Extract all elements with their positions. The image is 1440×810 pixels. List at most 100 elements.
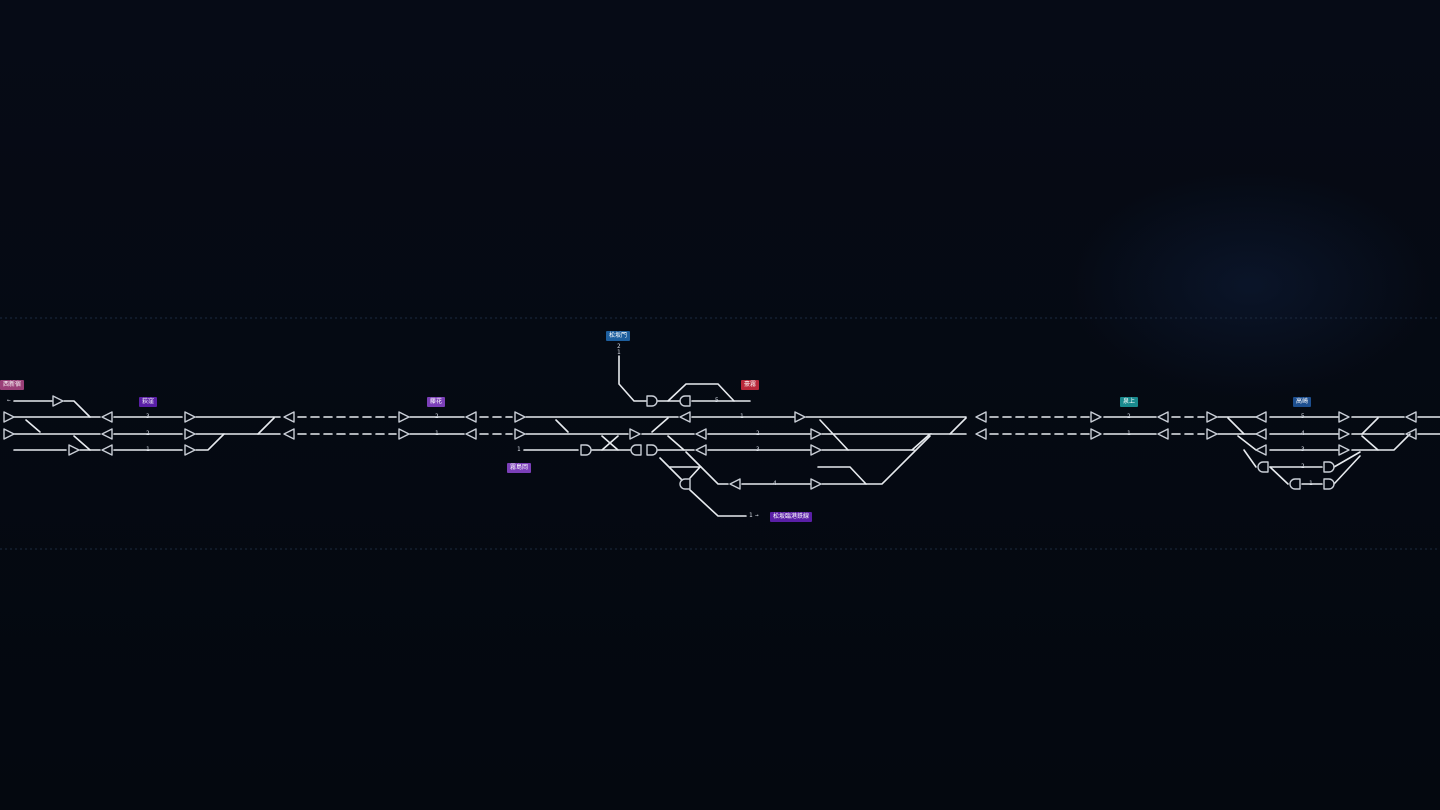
- track-number: 1: [1309, 480, 1313, 487]
- signal-left-icon[interactable]: [1157, 411, 1169, 423]
- track-number: 4: [773, 480, 777, 487]
- crossover-c-2[interactable]: [651, 417, 669, 433]
- shunt-signal-left-icon[interactable]: [679, 478, 691, 490]
- signal-right-icon[interactable]: [514, 411, 526, 423]
- track-c-sw-spur[interactable]: [659, 457, 683, 481]
- track-a-b-bot[interactable]: [195, 433, 225, 451]
- crossover-d-2[interactable]: [949, 417, 967, 435]
- station-tag-c[interactable]: 松坂門: [606, 331, 631, 341]
- signal-right-icon[interactable]: [1206, 411, 1218, 423]
- signal-right-icon[interactable]: [184, 411, 196, 423]
- crossover-c-x2[interactable]: [601, 435, 619, 451]
- signal-right-icon[interactable]: [1338, 428, 1350, 440]
- signal-left-icon[interactable]: [975, 411, 987, 423]
- shunt-signal-right-icon[interactable]: [646, 444, 658, 456]
- station-tag-e[interactable]: 霧島岡: [507, 463, 532, 473]
- track-c-north-branch[interactable]: [618, 355, 647, 402]
- track-c-short-siding[interactable]: [669, 466, 702, 479]
- signal-left-icon[interactable]: [1157, 428, 1169, 440]
- shunt-signal-left-icon[interactable]: [1257, 461, 1269, 473]
- signal-right-icon[interactable]: [794, 411, 806, 423]
- crossover-h-x1[interactable]: [1361, 417, 1379, 435]
- track-c-diag-3[interactable]: [667, 435, 685, 451]
- signal-left-icon[interactable]: [695, 444, 707, 456]
- signal-right-icon[interactable]: [184, 428, 196, 440]
- track-h-merge-1[interactable]: [1333, 455, 1361, 485]
- signal-right-icon[interactable]: [184, 444, 196, 456]
- track-h-merge-2[interactable]: [1333, 451, 1361, 468]
- signal-left-icon[interactable]: [101, 411, 113, 423]
- crossover-west-2[interactable]: [73, 435, 91, 451]
- signal-right-icon[interactable]: [810, 444, 822, 456]
- track-west-top-curve[interactable]: [63, 400, 91, 418]
- signal-right-icon[interactable]: [398, 411, 410, 423]
- track-h-diag-2[interactable]: [1237, 435, 1257, 451]
- signal-right-icon[interactable]: [1206, 428, 1218, 440]
- signal-right-icon[interactable]: [810, 428, 822, 440]
- signal-right-icon[interactable]: [68, 444, 80, 456]
- signal-right-icon[interactable]: [1338, 411, 1350, 423]
- track-h-diag-1[interactable]: [1227, 417, 1245, 435]
- signal-right-icon[interactable]: [1338, 444, 1350, 456]
- signal-left-icon[interactable]: [283, 411, 295, 423]
- signal-right-icon[interactable]: [3, 411, 15, 423]
- track-c-diag-to-4[interactable]: [685, 451, 729, 485]
- shunt-signal-left-icon[interactable]: [679, 395, 691, 407]
- shunt-signal-right-icon[interactable]: [1323, 461, 1335, 473]
- signal-right-icon[interactable]: [810, 478, 822, 490]
- signal-right-icon[interactable]: [1090, 411, 1102, 423]
- track-c-loop[interactable]: [667, 383, 735, 402]
- signal-left-icon[interactable]: [1255, 444, 1267, 456]
- signal-left-icon[interactable]: [1405, 411, 1417, 423]
- track-number: 2: [1301, 463, 1305, 470]
- station-tag-h[interactable]: 高崎: [1293, 397, 1312, 407]
- crossover-a-east[interactable]: [257, 417, 275, 435]
- signal-left-icon[interactable]: [1255, 428, 1267, 440]
- crossover-d-1[interactable]: [819, 419, 849, 451]
- track-number: 3: [146, 413, 150, 420]
- signal-left-icon[interactable]: [729, 478, 741, 490]
- track-number: 1: [1127, 430, 1131, 437]
- track-h-east-3[interactable]: [1351, 433, 1411, 451]
- signal-left-icon[interactable]: [975, 428, 987, 440]
- track-number: 5: [1301, 413, 1305, 420]
- signal-left-icon[interactable]: [465, 428, 477, 440]
- signal-left-icon[interactable]: [679, 411, 691, 423]
- signal-right-icon[interactable]: [3, 428, 15, 440]
- signal-right-icon[interactable]: [52, 395, 64, 407]
- shunt-signal-right-icon[interactable]: [580, 444, 592, 456]
- signal-right-icon[interactable]: [629, 428, 641, 440]
- track-d-4[interactable]: [821, 435, 931, 485]
- signal-right-icon[interactable]: [514, 428, 526, 440]
- station-tag-a[interactable]: 荻窪: [139, 397, 158, 407]
- shunt-signal-right-icon[interactable]: [1323, 478, 1335, 490]
- track-number: 2: [617, 343, 621, 350]
- station-tag-west-edge[interactable]: 西新宿: [0, 380, 25, 390]
- station-tag-d[interactable]: 豪霧: [741, 380, 760, 390]
- signal-left-icon[interactable]: [1255, 411, 1267, 423]
- track-d-siding[interactable]: [817, 466, 867, 485]
- crossover-c-1[interactable]: [555, 419, 569, 433]
- shunt-signal-right-icon[interactable]: [646, 395, 658, 407]
- signal-left-icon[interactable]: [283, 428, 295, 440]
- track-d-main-bot[interactable]: [821, 433, 933, 451]
- crossover-h-x2[interactable]: [1361, 435, 1379, 451]
- signal-right-icon[interactable]: [1090, 428, 1102, 440]
- track-number: 2: [435, 413, 439, 420]
- signal-left-icon[interactable]: [101, 444, 113, 456]
- track-c-spur-out[interactable]: [689, 489, 747, 517]
- station-tag-f[interactable]: 松坂臨港鉄線: [770, 512, 813, 522]
- track-number: 2: [146, 430, 150, 437]
- crossover-west-1[interactable]: [25, 419, 41, 433]
- station-tag-g[interactable]: 泉上: [1120, 397, 1139, 407]
- shunt-signal-left-icon[interactable]: [630, 444, 642, 456]
- shunt-signal-left-icon[interactable]: [1289, 478, 1301, 490]
- station-tag-b[interactable]: 藤花: [427, 397, 446, 407]
- signal-left-icon[interactable]: [465, 411, 477, 423]
- track-h-fan-1[interactable]: [1243, 449, 1257, 468]
- signal-left-icon[interactable]: [101, 428, 113, 440]
- signal-right-icon[interactable]: [398, 428, 410, 440]
- signal-left-icon[interactable]: [1405, 428, 1417, 440]
- signal-left-icon[interactable]: [695, 428, 707, 440]
- track-h-fan-2[interactable]: [1269, 466, 1289, 485]
